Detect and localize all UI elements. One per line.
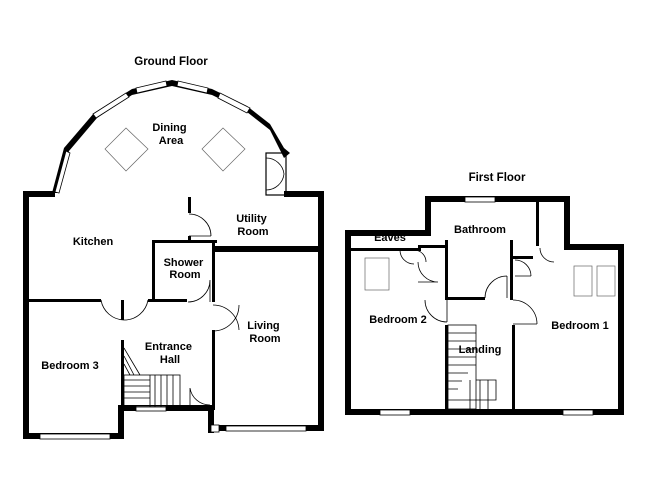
landing-label: Landing <box>459 344 502 356</box>
door-swing <box>424 299 448 323</box>
window <box>562 409 594 416</box>
roof-light <box>104 127 149 172</box>
outer-wall <box>564 244 624 250</box>
internal-wall <box>513 256 533 259</box>
outer-wall <box>345 230 427 236</box>
internal-wall <box>536 202 539 246</box>
outer-wall <box>345 230 351 415</box>
internal-wall <box>445 325 448 413</box>
outer-wall <box>208 405 214 433</box>
internal-wall <box>121 300 124 320</box>
dining-area-label: Dining Area <box>152 122 189 147</box>
internal-wall <box>152 240 217 243</box>
staircase-treads <box>123 347 174 407</box>
internal-wall <box>212 240 215 302</box>
ground-floor-title: Ground Floor <box>134 56 208 68</box>
internal-wall <box>188 197 191 213</box>
outer-wall <box>23 191 29 439</box>
door-swing <box>399 249 427 265</box>
window <box>210 424 220 433</box>
internal-wall <box>215 246 318 249</box>
window <box>39 433 111 440</box>
roof-light <box>573 265 593 297</box>
staircase <box>123 374 181 408</box>
internal-wall <box>445 297 485 300</box>
internal-wall <box>152 299 187 302</box>
internal-wall <box>188 236 191 243</box>
outer-wall <box>425 196 570 202</box>
internal-wall <box>512 325 515 413</box>
door-swing <box>189 387 211 406</box>
outer-wall <box>318 191 324 431</box>
door-swing <box>417 261 439 283</box>
window <box>135 405 167 412</box>
staircase-treads <box>448 332 497 409</box>
door-swing <box>188 213 212 237</box>
internal-wall <box>29 299 101 302</box>
outer-wall <box>345 409 624 415</box>
door-swing <box>539 247 555 263</box>
first-floor-plan: First Floor Eaves Bathroom Bedroom 2 Lan… <box>345 172 624 416</box>
outer-wall <box>284 191 324 197</box>
window <box>225 425 307 432</box>
door-swing <box>484 275 508 299</box>
door-swing <box>514 259 532 277</box>
bay-window <box>217 92 251 114</box>
internal-wall <box>510 240 513 300</box>
bay-window <box>92 92 130 119</box>
window <box>379 409 411 416</box>
internal-wall <box>445 240 448 300</box>
outer-wall <box>564 196 570 250</box>
bedroom-1-label: Bedroom 1 <box>551 320 608 332</box>
internal-wall <box>212 330 215 410</box>
shower-room-label: Shower Room <box>164 257 207 281</box>
outer-wall <box>425 196 431 236</box>
bay-window <box>135 80 168 94</box>
door-swing <box>187 279 211 303</box>
entrance-hall-label: Entrance Hall <box>145 341 195 366</box>
roof-light <box>201 127 246 172</box>
internal-wall <box>418 245 448 248</box>
french-door-frame <box>265 152 287 196</box>
door-swing <box>212 304 240 332</box>
living-room-label: Living Room <box>247 320 282 345</box>
bay-window <box>54 150 71 194</box>
outer-wall <box>618 244 624 415</box>
bedroom-2-label: Bedroom 2 <box>369 314 426 326</box>
utility-room-label: Utility Room <box>236 213 270 238</box>
kitchen-label: Kitchen <box>73 236 114 248</box>
eaves-label: Eaves <box>374 232 406 244</box>
bedroom-3-label: Bedroom 3 <box>41 360 98 372</box>
internal-wall <box>351 248 421 251</box>
bay-window <box>176 80 209 94</box>
internal-wall <box>152 240 155 302</box>
roof-light <box>364 257 390 291</box>
first-floor-title: First Floor <box>469 172 526 184</box>
ground-floor-plan: Ground Floor Dining Area Kitchen Utility… <box>23 56 324 440</box>
internal-wall <box>212 249 318 252</box>
staircase <box>447 324 477 410</box>
bathroom-label: Bathroom <box>454 224 506 236</box>
window <box>464 196 496 203</box>
door-swing <box>265 157 285 191</box>
door-swing <box>512 299 538 325</box>
door-swing <box>100 299 149 321</box>
internal-wall <box>121 340 124 410</box>
outer-wall <box>23 191 55 197</box>
outer-wall <box>118 405 124 439</box>
roof-light <box>596 265 616 297</box>
